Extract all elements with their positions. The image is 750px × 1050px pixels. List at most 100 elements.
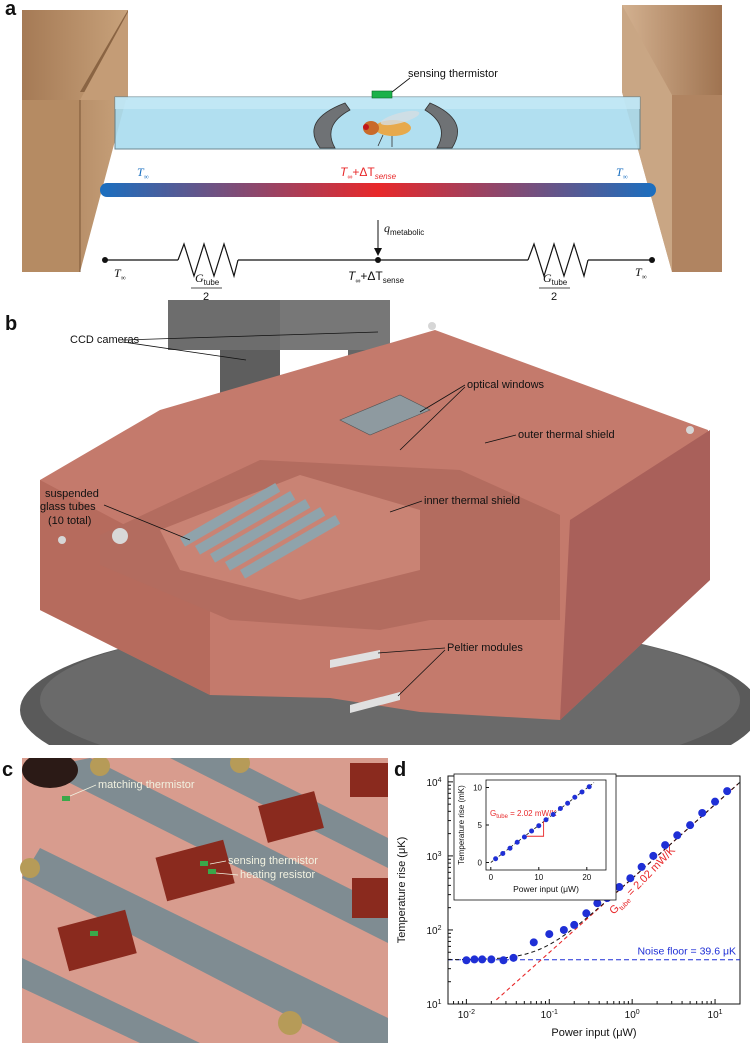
data-point — [487, 955, 496, 964]
panel-letter-b: b — [5, 313, 18, 335]
data-point — [529, 938, 538, 947]
data-point — [593, 899, 602, 908]
data-point — [570, 920, 579, 929]
ccd-camera-right — [280, 300, 390, 350]
noise-floor-label: Noise floor = 39.6 μK — [637, 946, 736, 958]
panel-letter-a: a — [5, 0, 17, 20]
sensing-housing — [155, 839, 235, 902]
tubes-label-line3: (10 total) — [48, 515, 91, 527]
optical-window — [339, 394, 431, 436]
matching-thermistor-label: matching thermistor — [98, 779, 195, 791]
data-point — [478, 955, 487, 964]
slope-label: Gtube = 2.02 mW/K — [607, 844, 679, 918]
y-tick-label: 103 — [426, 851, 441, 863]
y-tick-label: 104 — [426, 777, 441, 789]
inset-y-tick-label: 10 — [473, 784, 482, 793]
inset-y-tick-label: 0 — [478, 859, 483, 868]
ccd-label: CCD cameras — [70, 334, 140, 346]
inset-data-point — [521, 834, 527, 840]
data-point — [723, 787, 732, 796]
inset-slope-label: Gtube = 2.02 mW/K — [490, 809, 557, 820]
data-point — [686, 821, 695, 830]
center-temp-label: T∞+ΔTsense — [340, 165, 397, 181]
data-point — [470, 955, 479, 964]
data-point — [661, 841, 670, 850]
inset-data-point — [493, 856, 499, 862]
inset-slope-triangle — [524, 821, 545, 837]
panel-letter-d: d — [394, 759, 407, 781]
x-tick-label: 10-2 — [458, 1009, 475, 1021]
data-point — [637, 862, 646, 871]
inset-data-point — [550, 812, 556, 817]
ccd-camera-left — [168, 300, 280, 350]
panel-letter-c: c — [2, 759, 14, 781]
sensing-thermistor — [371, 90, 393, 99]
data-point — [626, 874, 635, 883]
outer-shield-label: outer thermal shield — [518, 429, 615, 441]
tubes-label-line1: suspended — [45, 488, 99, 500]
inset-data-point — [579, 789, 585, 795]
inset-data-point — [536, 823, 542, 829]
glass-tubes — [179, 483, 341, 579]
node-left-label: T∞ — [114, 266, 126, 282]
temperature-gradient-bar — [100, 183, 656, 197]
peltier-module-2 — [350, 692, 400, 713]
g-tube-left-den: 2 — [203, 291, 209, 300]
inset-x-tick-label: 0 — [489, 873, 494, 882]
inset-x-tick-label: 20 — [582, 873, 591, 882]
tubes-label-line2: glass tubes — [40, 501, 96, 513]
optical-windows-label: optical windows — [467, 379, 545, 391]
inset-data-point — [586, 784, 592, 790]
data-point — [499, 956, 508, 965]
q-metabolic-label: qmetabolic — [384, 221, 424, 237]
t-inf-left-label: T∞ — [137, 165, 149, 181]
sensing-thermistor-label: sensing thermistor — [408, 68, 498, 80]
inset-data-point — [507, 845, 513, 851]
data-point — [698, 808, 707, 817]
x-axis-label: Power input (μW) — [551, 1027, 636, 1039]
inset-data-point — [514, 839, 520, 845]
data-point — [509, 953, 518, 962]
data-point — [462, 956, 471, 965]
data-point — [711, 797, 720, 806]
data-point — [559, 925, 568, 934]
panel-c-figure: matching thermistor sensing thermistor h… — [20, 758, 388, 1043]
inset-data-point — [529, 828, 535, 834]
g-tube-left-label: Gtube — [195, 271, 220, 287]
panel-a-figure: sensing thermistor T∞ T∞ T∞+ΔTsense qmet… — [22, 5, 722, 300]
g-tube-right-label: Gtube — [543, 271, 568, 287]
g-tube-right-den: 2 — [551, 291, 557, 300]
y-axis-label: Temperature rise (μK) — [396, 837, 408, 944]
fly-icon — [363, 110, 420, 147]
x-tick-label: 100 — [625, 1009, 640, 1021]
x-tick-label: 10-1 — [541, 1009, 558, 1021]
node-right-label: T∞ — [635, 265, 647, 281]
data-point — [545, 930, 554, 939]
inset-x-axis-label: Power input (μW) — [513, 884, 579, 894]
node-center-label: T∞+ΔTsense — [348, 269, 405, 285]
sensing-thermistor-label-c: sensing thermistor — [228, 855, 318, 867]
t-inf-right-label: T∞ — [616, 165, 628, 181]
inset-y-tick-label: 5 — [478, 821, 483, 830]
data-point — [615, 883, 624, 892]
y-tick-label: 102 — [426, 925, 441, 937]
inset-data-point — [543, 817, 549, 823]
inset-y-axis-label: Temperature rise (mK) — [457, 785, 466, 865]
data-point — [582, 909, 591, 918]
panel-b-figure: CCD cameras optical windows outer therma… — [20, 300, 750, 745]
inset-x-tick-label: 10 — [534, 873, 543, 882]
peltier-module-1 — [330, 650, 380, 668]
inset-data-point — [572, 794, 578, 800]
y-tick-label: 101 — [426, 999, 441, 1011]
inset-background — [453, 773, 617, 901]
inner-shield-label: inner thermal shield — [424, 495, 520, 507]
peltier-label: Peltier modules — [447, 642, 523, 654]
data-point — [673, 831, 682, 840]
inset-data-point — [500, 851, 506, 856]
data-point — [649, 851, 658, 860]
heating-resistor-label: heating resistor — [240, 869, 316, 881]
inset-data-point — [557, 806, 563, 811]
inset-data-point — [565, 800, 571, 806]
x-tick-label: 101 — [708, 1009, 723, 1021]
